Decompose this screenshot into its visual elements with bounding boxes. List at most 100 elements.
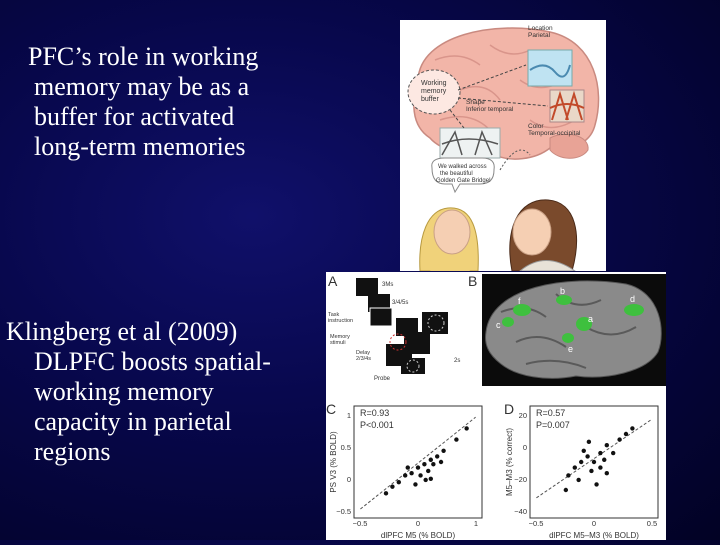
task-frame [422, 312, 448, 334]
activation-label: f [518, 296, 521, 306]
tick-label-y: 0 [347, 475, 351, 484]
task-dots [427, 314, 445, 332]
data-point [413, 482, 418, 487]
task-frame [369, 307, 393, 327]
panel-a-label: 3/4/5s [392, 300, 408, 306]
bridge-color-drawing [549, 90, 585, 121]
data-point [403, 473, 408, 478]
data-point [589, 468, 594, 474]
working-memory-circle [407, 69, 461, 115]
data-point [464, 426, 469, 431]
person-right-shirt [518, 260, 577, 272]
panel-letter-a: A [328, 273, 338, 289]
data-point [563, 487, 569, 493]
tick-label-y: 1 [347, 411, 351, 420]
activation-blob [502, 317, 514, 327]
text-line: working memory [34, 377, 214, 406]
data-point [422, 462, 427, 467]
speech-arrow [499, 149, 531, 171]
activation-blobs [502, 295, 644, 343]
stat-text-r: R=0.57 [536, 408, 565, 418]
axis-label-y: M5–M3 (% correct) [505, 428, 514, 496]
data-point [435, 454, 440, 459]
regression-line [360, 416, 476, 510]
data-point [623, 431, 629, 437]
data-point [441, 448, 446, 453]
tick-label-y: 20 [519, 411, 527, 420]
panel-letter-b: B [468, 273, 477, 289]
axis-label-y: PS V3 (% BOLD) [329, 431, 338, 493]
data-point [418, 473, 423, 478]
person-left-face [433, 209, 471, 255]
data-point [428, 457, 433, 462]
text-line: Klingberg et al (2009) [6, 317, 238, 346]
data-point [409, 471, 414, 476]
map-water [529, 64, 571, 78]
panel-a-label: 3Ms [382, 282, 393, 288]
task-schematic [356, 278, 448, 374]
tick-label-x: 0 [416, 519, 420, 528]
text-line: DLPFC boosts spatial- [34, 347, 271, 376]
activation-blob [513, 304, 531, 316]
tick-label-y: 0.5 [341, 443, 351, 452]
text-line: buffer for activated [34, 102, 235, 131]
activation-label: e [568, 344, 573, 354]
data-point [405, 465, 410, 470]
activation-label: b [560, 286, 565, 296]
text-line: PFC’s role in working [28, 42, 259, 71]
panel-a-label: 2s [454, 358, 460, 364]
plot-frame [529, 405, 659, 519]
tick-label-y: −0.5 [336, 507, 351, 516]
brain-gyri [434, 44, 576, 131]
activation-blob [556, 295, 572, 305]
data-point [581, 448, 586, 453]
connection-arrows [449, 64, 549, 129]
stat-text-p: P=0.007 [536, 420, 570, 430]
bridge-shape-drawing [441, 129, 499, 156]
data-point [566, 473, 571, 478]
cerebellum-shape [549, 133, 589, 159]
axis-label-x: dlPFC M5 (% BOLD) [381, 531, 456, 540]
text-line: long-term memories [34, 132, 246, 161]
person-right-face [512, 208, 552, 256]
data-point [423, 477, 428, 483]
tick-label-x: 1 [474, 519, 478, 528]
panel-letter-d: D [504, 401, 514, 417]
data-point [426, 468, 431, 474]
brain-render [485, 280, 662, 379]
slide-text-pfc-role: PFC’s role in working memory may be as a… [28, 42, 258, 162]
activation-blob [576, 317, 592, 331]
data-point [598, 465, 603, 470]
person-left-shoulder [430, 261, 470, 271]
tick-label-y: −20 [514, 475, 527, 484]
task-dots [406, 359, 420, 373]
data-point [598, 450, 603, 456]
data-point [602, 457, 607, 462]
tick-label-y: −40 [514, 507, 527, 516]
data-point [438, 459, 444, 465]
activation-labels: f b d a c e [496, 286, 635, 354]
data-point [586, 439, 592, 445]
data-point [611, 450, 616, 456]
speech-bubble [431, 157, 495, 194]
data-point [591, 459, 597, 465]
data-point [585, 454, 590, 459]
data-point [579, 459, 584, 465]
tick-label-y: 0 [523, 443, 527, 452]
text-line: memory may be as a [34, 72, 250, 101]
data-point [576, 477, 581, 483]
text-line: capacity in parietal [34, 407, 232, 436]
data-point [617, 437, 622, 442]
data-point [428, 476, 433, 481]
data-point [415, 465, 421, 470]
activation-blob [562, 333, 574, 343]
